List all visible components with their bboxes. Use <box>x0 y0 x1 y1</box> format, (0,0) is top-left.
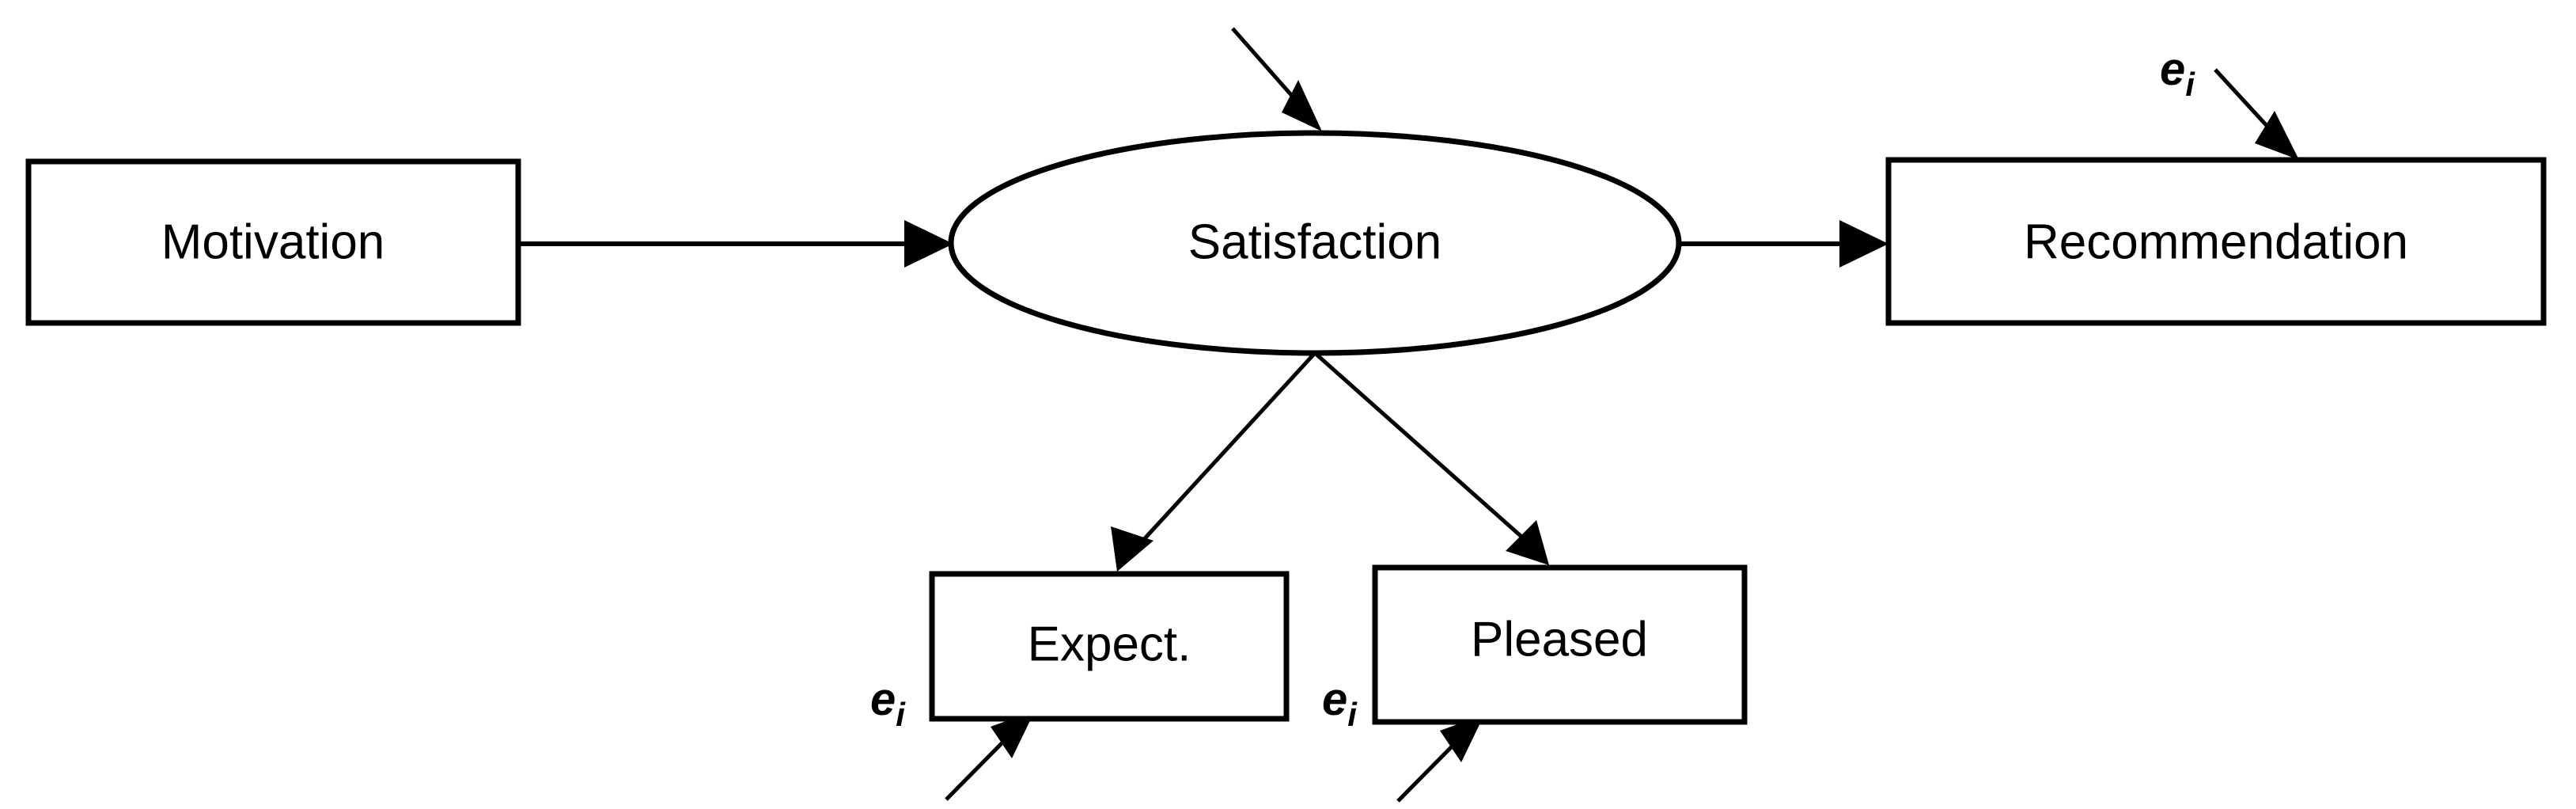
edge-satisfaction-to-pleased[interactable] <box>1313 351 1549 565</box>
arrow-head <box>1839 220 1888 268</box>
edge-motivation-to-satisfaction[interactable] <box>518 220 953 268</box>
error-symbol: e <box>1322 674 1347 725</box>
node-pleased-rect <box>1372 564 1748 725</box>
error-subscript: i <box>896 696 906 733</box>
error-label-pleased: ei <box>1322 674 1358 733</box>
arrow-head <box>904 220 953 268</box>
edge-satisfaction-to-expect[interactable] <box>1111 351 1316 572</box>
node-recommendation-rect <box>1885 157 2547 326</box>
arrow-head <box>1440 715 1484 762</box>
error-label-expect: ei <box>870 674 906 733</box>
error-subscript: i <box>2185 66 2195 103</box>
node-recommendation-label: Recommendation <box>2024 215 2408 269</box>
error-symbol: e <box>2160 44 2185 95</box>
node-recommendation[interactable]: Recommendation <box>1885 157 2547 326</box>
node-satisfaction-label: Satisfaction <box>1188 215 1442 269</box>
node-expect-rect <box>929 571 1290 722</box>
edge-line <box>1313 351 1529 543</box>
arrow-head <box>1111 526 1154 572</box>
node-expect[interactable]: Expect. <box>929 571 1290 722</box>
arrow-head <box>2255 111 2299 160</box>
edge-error-to-expect[interactable] <box>945 711 1035 801</box>
edge-error-to-pleased[interactable] <box>1396 715 1484 803</box>
node-pleased-label: Pleased <box>1471 612 1648 667</box>
edge-error-to-recommendation[interactable] <box>2214 68 2299 160</box>
edge-satisfaction-to-recommendation[interactable] <box>1679 220 1888 268</box>
node-satisfaction[interactable]: Satisfaction <box>948 130 1682 356</box>
edge-line <box>1136 351 1316 548</box>
error-label-recommendation: ei <box>2160 44 2195 103</box>
node-pleased[interactable]: Pleased <box>1372 564 1748 725</box>
error-subscript: i <box>1347 696 1358 733</box>
node-motivation[interactable]: Motivation <box>25 158 521 326</box>
arrow-head <box>991 711 1035 758</box>
node-expect-label: Expect. <box>1028 617 1191 671</box>
edge-disturbance-to-satisfaction[interactable] <box>1231 27 1322 131</box>
node-motivation-rect <box>25 158 521 326</box>
error-symbol: e <box>870 674 896 725</box>
edge-line <box>945 731 1014 801</box>
node-motivation-label: Motivation <box>161 215 385 269</box>
arrow-head <box>1506 520 1549 565</box>
node-satisfaction-ellipse <box>948 130 1682 356</box>
arrow-head <box>1282 80 1322 131</box>
